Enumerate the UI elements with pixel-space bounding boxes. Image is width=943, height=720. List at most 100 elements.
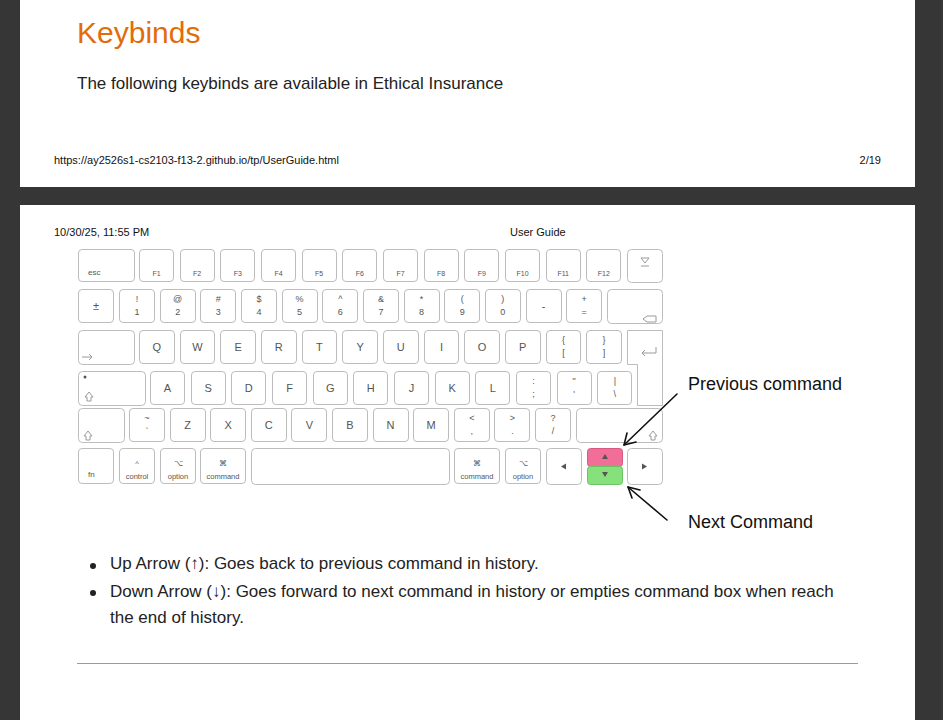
keyboard-key: :; xyxy=(516,371,551,405)
key-label: ? xyxy=(550,414,555,423)
key-label: F8 xyxy=(437,270,445,277)
key-label: 6 xyxy=(338,308,343,317)
right-arrow-key xyxy=(628,449,663,485)
key-label: { xyxy=(562,336,565,345)
key-label: G xyxy=(326,383,335,394)
key-label: option xyxy=(168,473,188,481)
key-label: 2 xyxy=(175,308,180,317)
keyboard-key: F6 xyxy=(342,249,377,282)
keyboard-key: H xyxy=(353,371,388,405)
keyboard-key: ~` xyxy=(129,408,165,442)
key-label: Z xyxy=(184,420,191,431)
keyboard-key: T xyxy=(302,330,338,364)
key-label: O xyxy=(478,342,487,353)
key-label: 7 xyxy=(378,308,383,317)
key-label: R xyxy=(275,342,283,353)
keyboard-key: B xyxy=(332,408,368,442)
bullet-text: Down Arrow (↓): Goes forward to next com… xyxy=(110,579,855,631)
key-label: ⌥ xyxy=(174,460,183,468)
key-label: > xyxy=(510,414,515,423)
key-label: C xyxy=(265,420,273,431)
keyboard-key: "' xyxy=(557,371,592,405)
keyboard-key: P xyxy=(505,330,541,364)
keyboard-key: F9 xyxy=(464,249,499,282)
tab-symbol xyxy=(82,354,92,360)
key-label: ^ xyxy=(135,460,139,468)
key-label: command xyxy=(207,473,240,481)
up-arrow-key xyxy=(588,449,623,467)
keyboard-key: R xyxy=(261,330,297,364)
keyboard-key: )0 xyxy=(485,289,521,323)
key-label: = xyxy=(582,308,587,317)
keyboard-key: (9 xyxy=(444,289,480,323)
leader-line xyxy=(628,487,667,520)
shift-symbol xyxy=(649,431,657,440)
key-label: U xyxy=(397,342,405,353)
key-label: $ xyxy=(256,295,261,304)
key-label: 9 xyxy=(460,308,465,317)
key-label: % xyxy=(296,295,304,304)
header-date: 10/30/25, 11:55 PM xyxy=(54,225,149,239)
keyboard-key: F2 xyxy=(180,249,215,282)
key-label: F4 xyxy=(274,270,282,277)
key-label: ' xyxy=(573,390,575,399)
keyboard-key: M xyxy=(413,408,449,442)
keyboard-key: |\ xyxy=(597,371,632,405)
keyboard-key: G xyxy=(313,371,348,405)
power-key xyxy=(628,250,663,283)
key-label: option xyxy=(513,473,533,481)
keyboard-key: U xyxy=(383,330,419,364)
key-label: ⌘ xyxy=(473,460,481,468)
delete-symbol xyxy=(643,316,656,322)
key-label: . xyxy=(511,427,514,436)
leader-arrowhead xyxy=(624,433,636,445)
key-label: P xyxy=(519,342,526,353)
left-arrow-key xyxy=(547,449,582,485)
key-label: ] xyxy=(603,349,606,358)
caps-symbol xyxy=(85,392,93,401)
callout-label: Previous command xyxy=(688,373,842,396)
key-label: + xyxy=(582,295,587,304)
key-label: esc xyxy=(88,269,100,277)
keyboard-key: N xyxy=(373,408,409,442)
key-label: - xyxy=(542,301,546,312)
keyboard-key: I xyxy=(424,330,460,364)
key-label: F5 xyxy=(315,270,323,277)
key-label: 8 xyxy=(419,308,424,317)
key-label: F3 xyxy=(234,270,242,277)
key-label: @ xyxy=(173,295,182,304)
key-label: T xyxy=(316,342,323,353)
bullet-text: Up Arrow (↑): Goes back to previous comm… xyxy=(110,553,539,575)
page-heading: Keybinds xyxy=(77,13,200,52)
keyboard-key: }] xyxy=(586,330,622,364)
footer-url: https://ay2526s1-cs2103-f13-2.github.io/… xyxy=(54,153,339,167)
key-label: # xyxy=(216,295,221,304)
key-label: F9 xyxy=(478,270,486,277)
keyboard-key: F1 xyxy=(139,249,174,282)
header-title: User Guide xyxy=(510,225,566,239)
key-label: A xyxy=(164,383,171,394)
bullet xyxy=(90,563,96,569)
key-label: control xyxy=(126,473,149,481)
intro-text: The following keybinds are available in … xyxy=(77,73,503,95)
keyboard-key: L xyxy=(475,371,510,405)
key-label: W xyxy=(192,342,202,353)
key-label: / xyxy=(552,427,555,436)
keyboard-key: C xyxy=(251,408,287,442)
key-label: F6 xyxy=(356,270,364,277)
arrow-symbol xyxy=(561,464,566,470)
shift-key xyxy=(577,409,663,443)
callout-label: Next Command xyxy=(688,511,813,534)
down-arrow-key xyxy=(588,467,623,485)
key-label: ~ xyxy=(144,414,149,423)
key-label: F11 xyxy=(557,270,569,277)
key-label: ` xyxy=(146,427,149,436)
key-label: M xyxy=(427,420,436,431)
key-label: I xyxy=(440,342,443,353)
keyboard-key: += xyxy=(566,289,602,323)
key-label: F12 xyxy=(598,270,610,277)
key-label: 0 xyxy=(500,308,505,317)
key-label: : xyxy=(532,377,535,386)
keyboard-key: J xyxy=(394,371,429,405)
key-label: L xyxy=(490,383,496,394)
